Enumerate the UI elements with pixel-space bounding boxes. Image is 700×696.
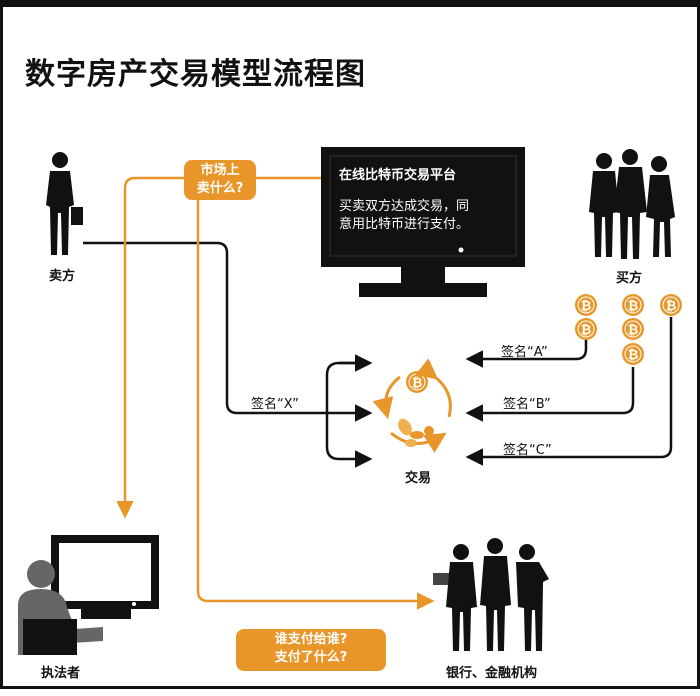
banks-group-icon (433, 538, 549, 651)
buyer-b-flow-line (465, 367, 635, 422)
buyer-c-flow-line (465, 317, 673, 466)
bitcoin-coin-icon (574, 317, 598, 341)
platform-desc-line1: 买卖双方达成交易，同 (339, 199, 470, 214)
seller-person-icon (46, 152, 83, 255)
market-question-bubble: 市场上 卖什么? (184, 160, 256, 200)
platform-title: 在线比特币交易平台 (339, 168, 457, 183)
market-question-line1: 市场上 (200, 163, 240, 178)
buyer-label: 买方 (616, 271, 643, 286)
payment-question-line2: 支付了什么? (274, 650, 348, 665)
payment-question-bubble: 谁支付给谁? 支付了什么? (236, 629, 386, 671)
seller-bracket-line (325, 361, 373, 468)
platform-monitor-icon (321, 147, 525, 297)
platform-desc-line2: 意用比特币进行支付。 (339, 217, 470, 232)
exchange-cycle-icon (372, 358, 452, 453)
bitcoin-coin-icon (621, 317, 645, 341)
buyers-group-icon (589, 149, 675, 259)
exchange-label: 交易 (405, 471, 432, 486)
payment-question-line1: 谁支付给谁? (274, 632, 348, 647)
signature-x-label: 签名“X” (251, 397, 299, 412)
market-to-law-line (116, 176, 189, 519)
diagram-canvas: ₿ (18, 147, 683, 655)
signature-c-label: 签名“C” (503, 443, 552, 458)
market-to-bank-line (196, 197, 435, 610)
bitcoin-coin-icon (405, 370, 429, 394)
signature-b-label: 签名“B” (503, 397, 551, 412)
bitcoin-coin-icon (621, 342, 645, 366)
buyer-a-flow-line (465, 318, 588, 368)
page-title: 数字房产交易模型流程图 (25, 57, 366, 92)
bitcoin-coin-icon (659, 293, 683, 317)
bitcoin-coin-icon (621, 293, 645, 317)
banks-label: 银行、金融机构 (446, 666, 538, 681)
law-enforcement-icon (18, 535, 159, 655)
seller-label: 卖方 (49, 269, 76, 284)
market-question-line2: 卖什么? (196, 181, 244, 196)
seller-flow-line (83, 241, 373, 422)
signature-a-label: 签名“A” (501, 345, 548, 360)
bitcoin-coin-icon (574, 293, 598, 317)
law-enforcement-label: 执法者 (41, 666, 81, 681)
